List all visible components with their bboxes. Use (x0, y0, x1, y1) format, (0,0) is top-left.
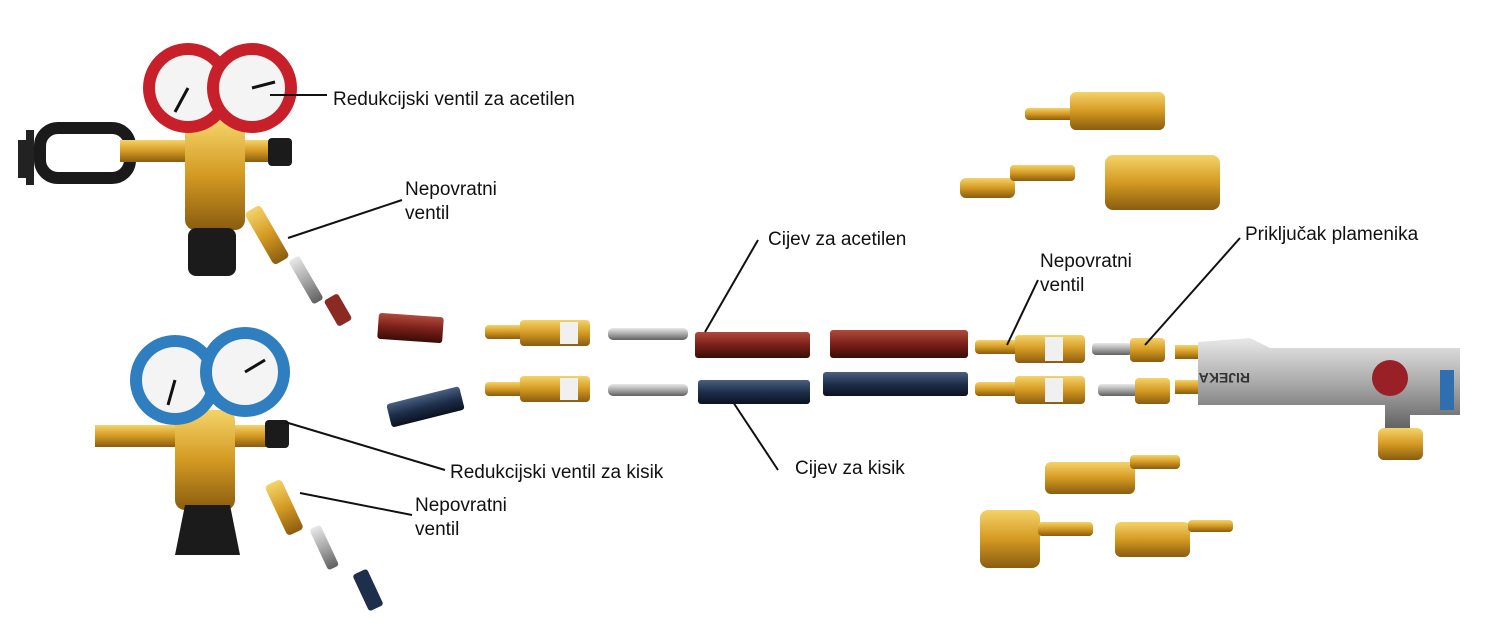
check-valve-diagonal-bottom (265, 480, 383, 611)
label-acetylene-hose: Cijev za acetilen (768, 229, 907, 250)
loose-fittings (960, 92, 1233, 568)
check-valve-diagonal-top (245, 205, 352, 326)
label-check-valve-top: Nepovratni ventil (405, 179, 497, 224)
acetylene-regulator (18, 43, 297, 276)
label-oxygen-hose: Cijev za kisik (795, 458, 905, 479)
label-check-valve-bottom: Nepovratni ventil (415, 495, 507, 540)
torch-logo: RIJEKA (1199, 370, 1250, 386)
acetylene-line (377, 313, 1165, 363)
label-oxygen-regulator: Redukcijski ventil za kisik (450, 462, 664, 483)
label-acetylene-regulator: Redukcijski ventil za acetilen (333, 89, 575, 110)
torch-handle: RIJEKA (1175, 338, 1460, 460)
label-torch-connector: Priključak plamenika (1245, 224, 1419, 245)
oxygen-line (386, 372, 1170, 427)
leader-lines (270, 94, 1241, 516)
label-check-valve-right: Nepovratni ventil (1040, 251, 1132, 296)
oxygen-regulator (95, 327, 290, 555)
